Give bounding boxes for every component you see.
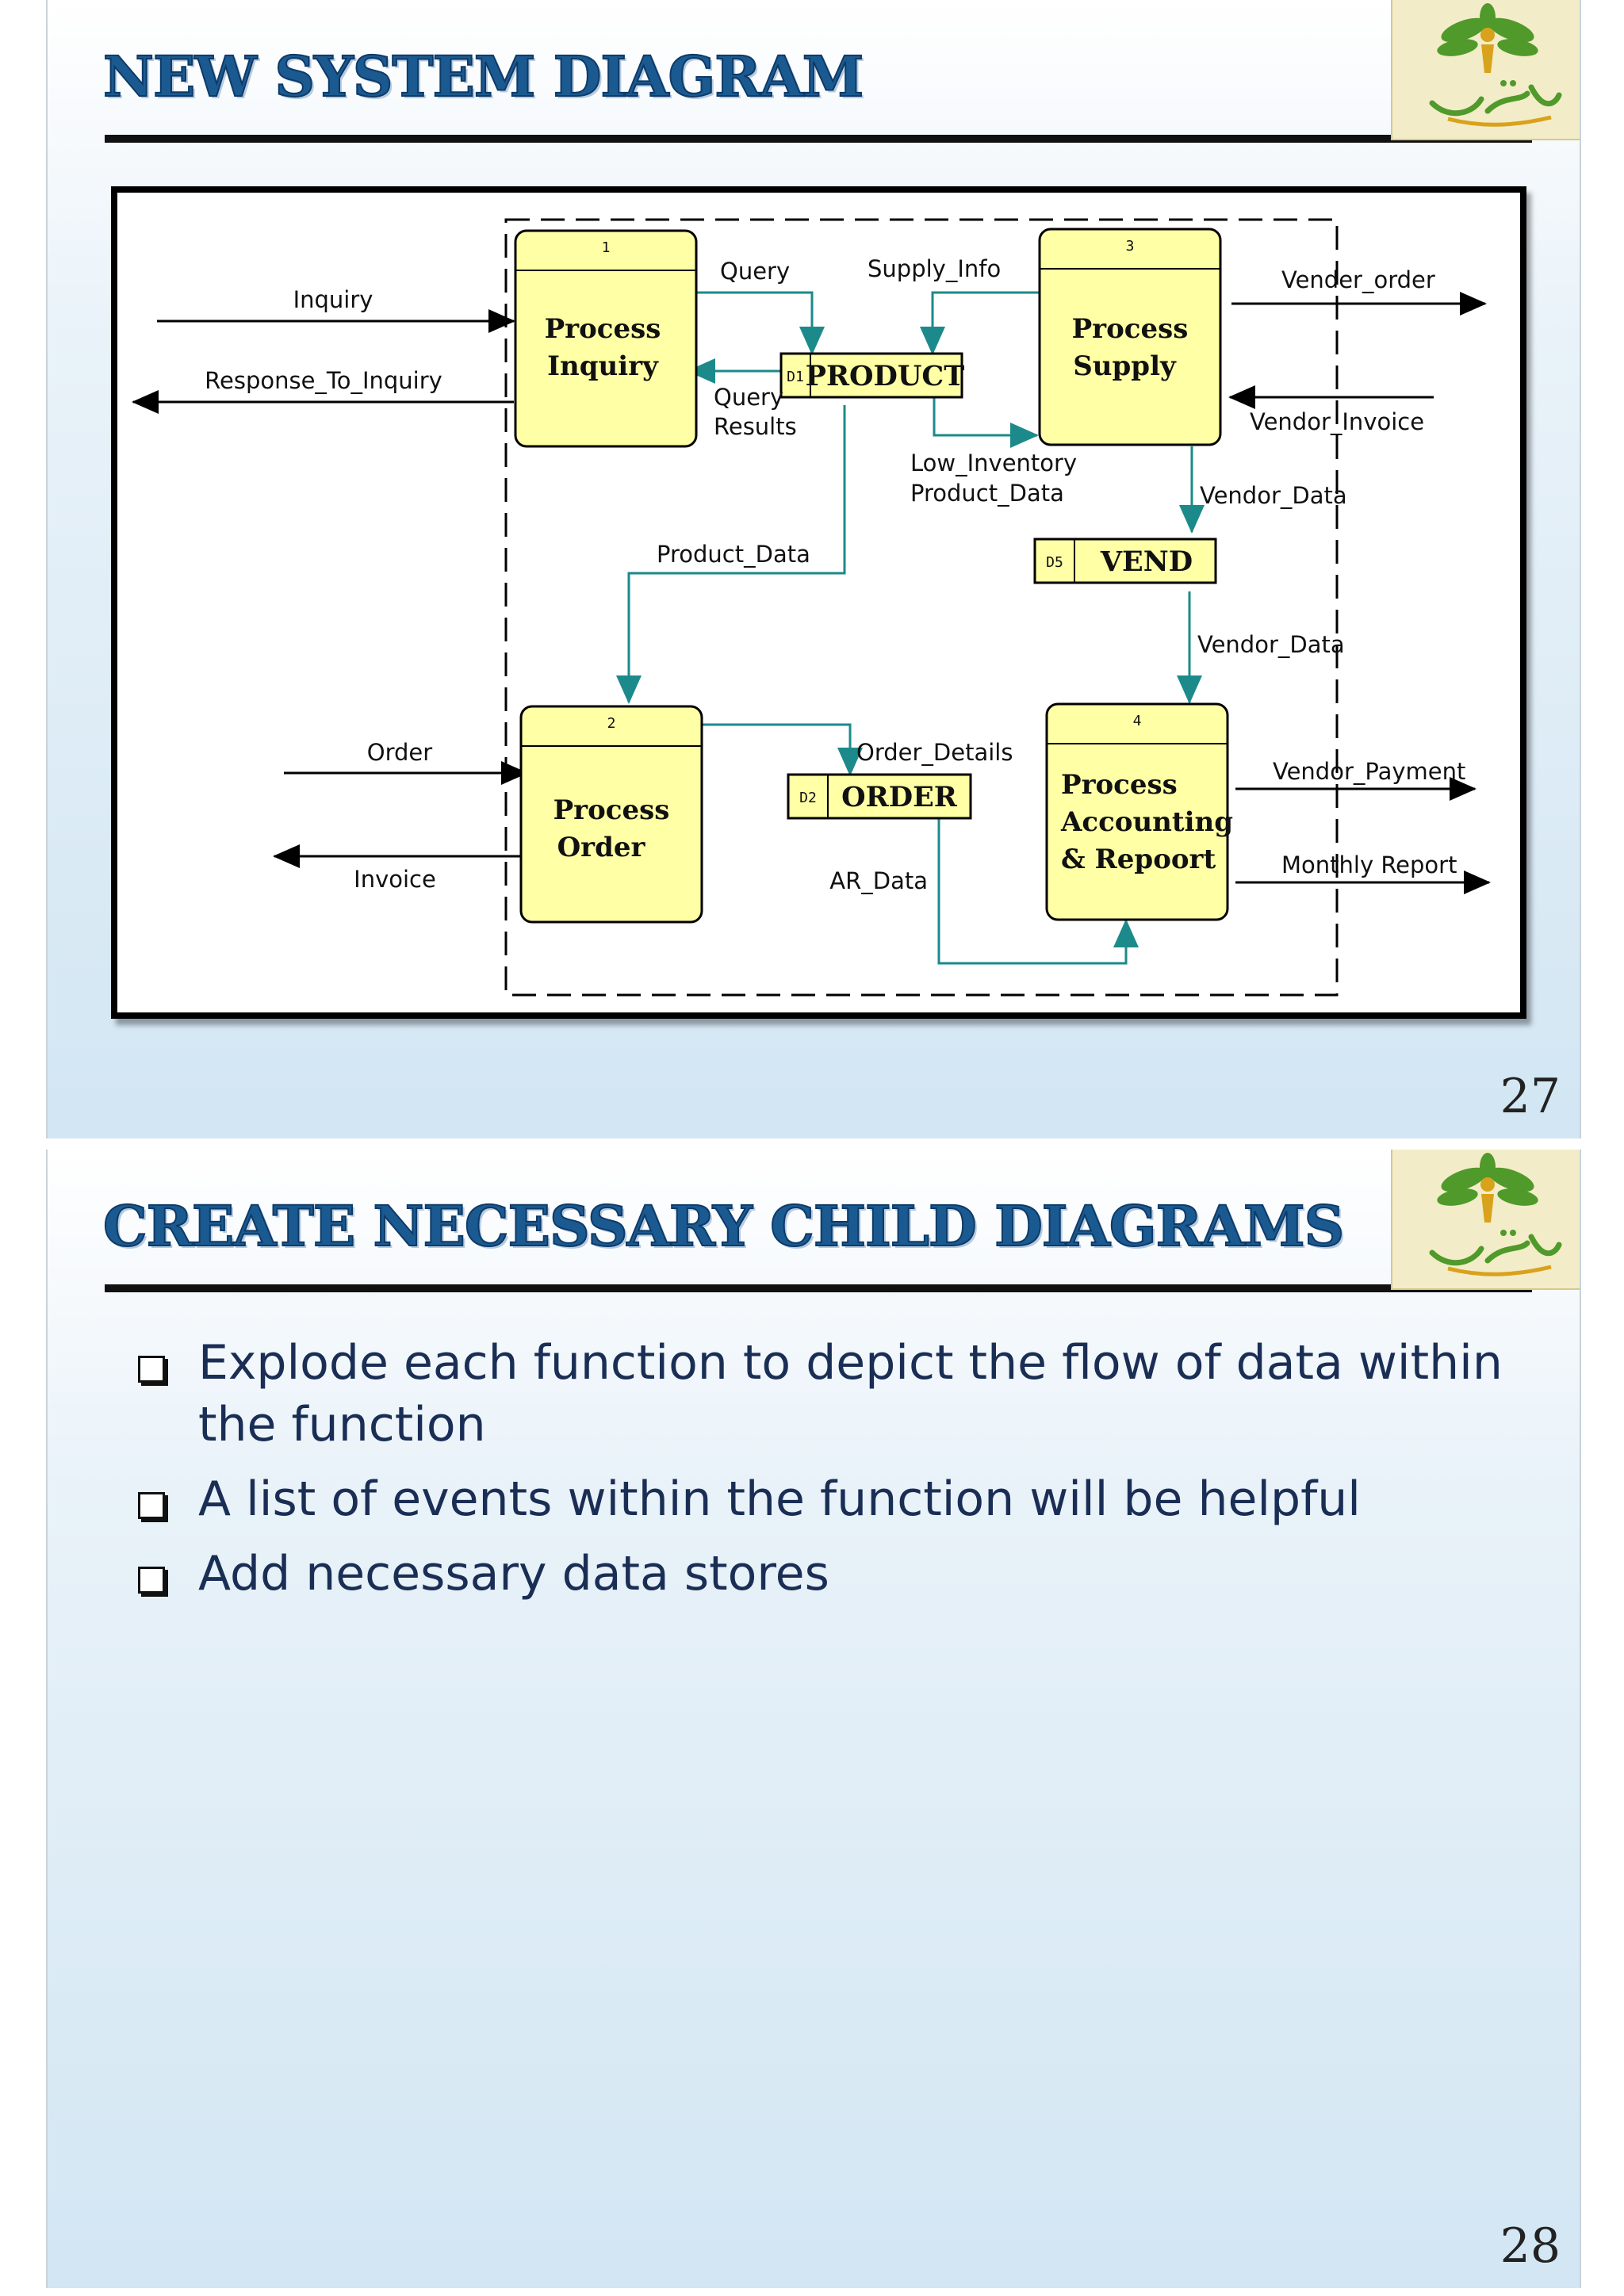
process-4: 4 Process Accounting & Repoort (1045, 702, 1233, 921)
process-1: 1 Process Inquiry (514, 229, 698, 448)
slide-28: CREATE NECESSARY CHILD DIAGRAMS Explode … (46, 1150, 1581, 2288)
slide-title: NEW SYSTEM DIAGRAM (102, 43, 864, 110)
slide-separator (0, 1138, 1624, 1150)
list-item: Add necessary data stores (135, 1543, 1538, 1605)
dfd-diagram: 1 Process Inquiry 2 Process Order 3 Proc… (111, 186, 1526, 1019)
process-label: Supply (1073, 350, 1177, 382)
hollow-square-bullet-icon (138, 1356, 165, 1383)
list-item: A list of events within the function wil… (135, 1468, 1538, 1530)
process-label: Process (553, 794, 670, 826)
process-label: Order (557, 832, 646, 863)
process-number: 3 (1126, 238, 1135, 254)
process-number: 1 (602, 239, 611, 256)
process-label: & Repoort (1061, 844, 1216, 875)
store-id: D5 (1046, 554, 1063, 571)
hollow-square-bullet-icon (138, 1492, 165, 1519)
tree-person-logo-icon (1429, 3, 1562, 127)
logo (1391, 1150, 1580, 1290)
flow-label: Results (714, 413, 797, 440)
data-store-d5: D5 VEND (1033, 538, 1217, 584)
flow-label: Vender_order (1281, 266, 1435, 293)
flow-label: Order (367, 739, 432, 766)
store-name: VEND (1100, 545, 1193, 578)
bullet-text: Explode each function to depict the flow… (198, 1335, 1503, 1452)
bullet-text: A list of events within the function wil… (198, 1471, 1361, 1527)
flow-label: AR_Data (829, 867, 928, 894)
list-item: Explode each function to depict the flow… (135, 1332, 1538, 1456)
title-rule (105, 135, 1532, 143)
flow-label: Response_To_Inquiry (205, 367, 442, 394)
process-3: 3 Process Supply (1038, 228, 1222, 446)
flow-label: Vendor_Data (1200, 482, 1347, 509)
flow-label: Product_Data (657, 541, 810, 568)
flow-label: Query (720, 258, 790, 285)
flow-product-data-arrow (616, 405, 846, 704)
page-number: 28 (1500, 2218, 1561, 2274)
flow-order-details-arrow (692, 723, 863, 776)
flow-label: Monthly Report (1281, 851, 1457, 878)
dfd-canvas: 1 Process Inquiry 2 Process Order 3 Proc… (132, 218, 1491, 997)
flow-label: Vendor_Data (1197, 631, 1345, 658)
flow-label: Query (714, 384, 783, 411)
process-label: Inquiry (547, 350, 659, 382)
store-name: PRODUCT (806, 360, 965, 392)
process-number: 4 (1133, 713, 1142, 729)
process-label: Accounting (1060, 806, 1233, 838)
flow-label: Invoice (354, 866, 436, 893)
store-name: ORDER (841, 781, 958, 813)
store-id: D2 (799, 790, 817, 806)
bullet-text: Add necessary data stores (198, 1546, 829, 1601)
flow-label: Order_Details (856, 739, 1013, 766)
process-label: Process (545, 313, 661, 345)
flow-low-inventory-arrow (933, 395, 1039, 448)
flow-query-arrow (687, 291, 825, 355)
process-label: Process (1072, 313, 1189, 345)
flow-ar-data-arrow (937, 813, 1139, 965)
slide-27: NEW SYSTEM DIAGRAM (46, 0, 1581, 1138)
bullet-list: Explode each function to depict the flow… (135, 1332, 1538, 1617)
data-store-d2: D2 ORDER (787, 773, 972, 820)
store-id: D1 (787, 369, 804, 385)
logo (1391, 0, 1580, 140)
page-number: 27 (1500, 1069, 1561, 1124)
process-2: 2 Process Order (519, 705, 703, 924)
flow-label: Vendor_Invoice (1250, 408, 1424, 435)
flow-label: Inquiry (293, 286, 373, 313)
flow-label: Vendor_Payment (1273, 758, 1465, 785)
process-number: 2 (607, 715, 616, 732)
data-store-d1: D1 PRODUCT (779, 352, 965, 399)
process-label: Process (1061, 769, 1178, 801)
tree-person-logo-icon (1429, 1153, 1562, 1276)
title-rule (105, 1284, 1532, 1292)
slide-title: CREATE NECESSARY CHILD DIAGRAMS (102, 1192, 1345, 1260)
hollow-square-bullet-icon (138, 1567, 165, 1594)
flow-supply-info-arrow (920, 291, 1039, 355)
flow-label: Low_Inventory (910, 450, 1077, 476)
flow-label: Supply_Info (868, 255, 1001, 282)
flow-label: Product_Data (910, 480, 1064, 507)
